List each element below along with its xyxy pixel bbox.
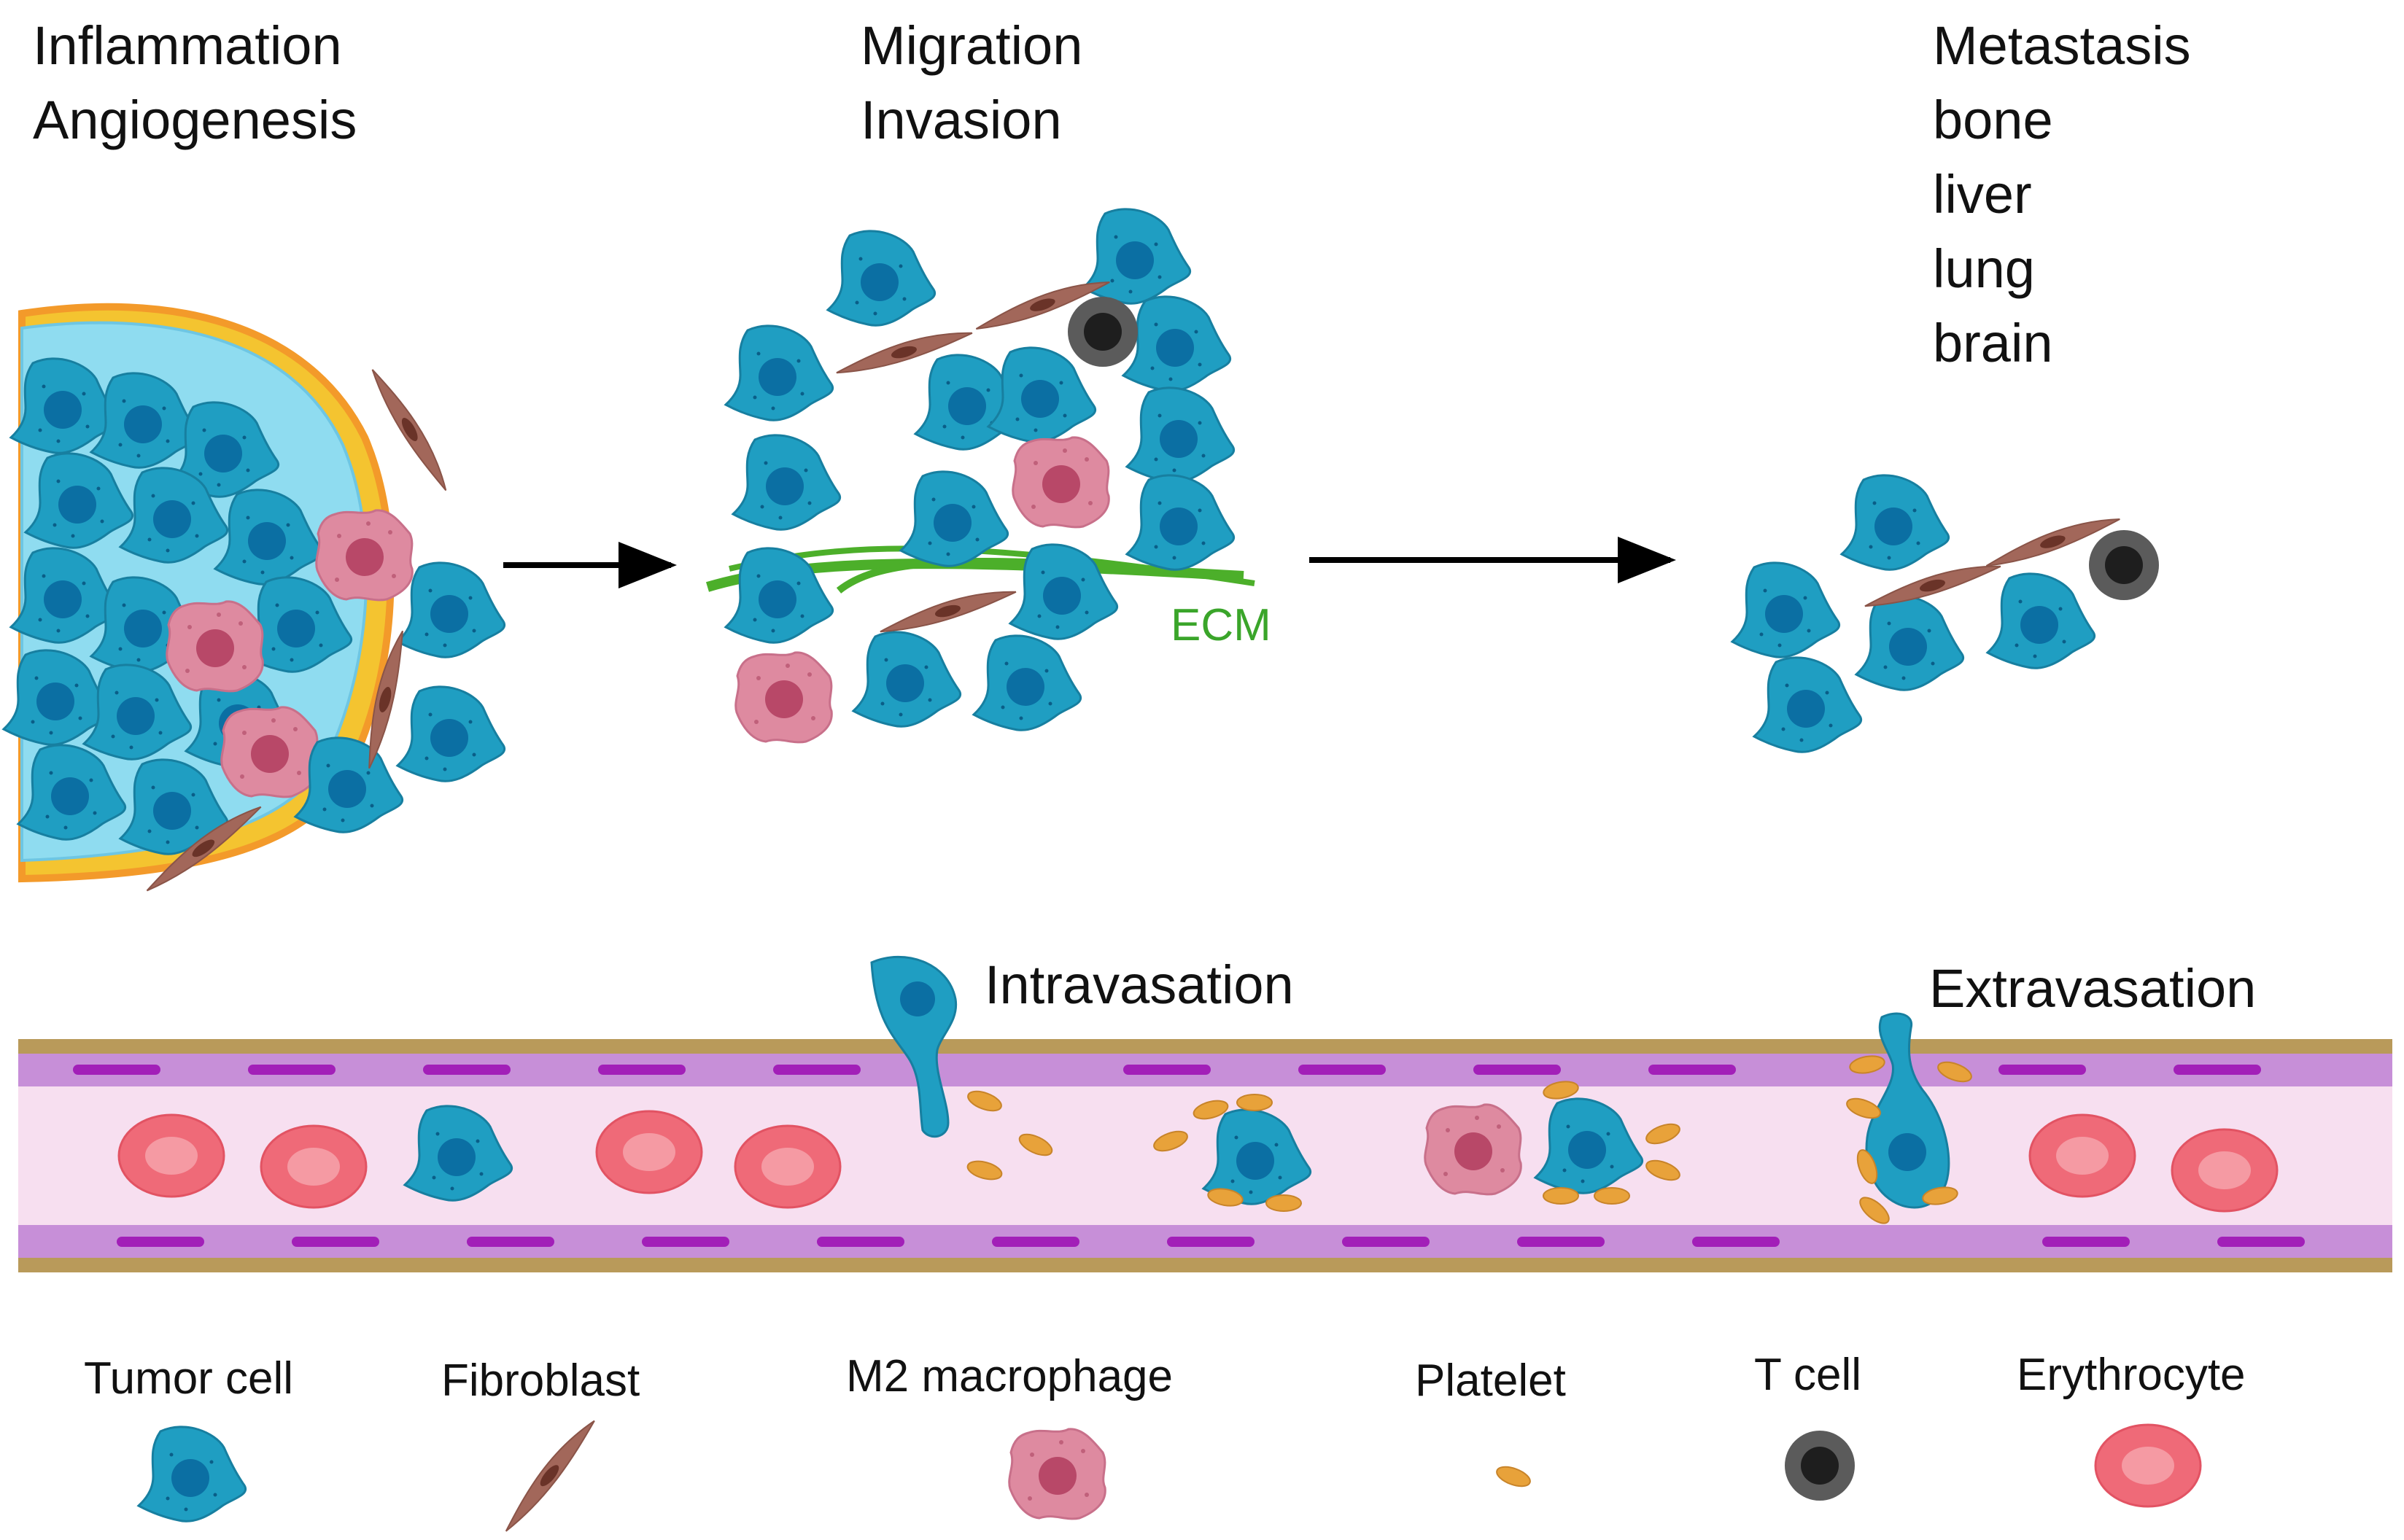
- stage1-line1: Inflammation: [33, 15, 342, 76]
- stage2-line2: Invasion: [861, 90, 1062, 150]
- intravasating-tumor-cell: [870, 955, 958, 1138]
- stage3-line3: liver: [1933, 164, 2032, 225]
- extravasating-tumor-cell: [1865, 1012, 1950, 1209]
- legend-tumor-label: Tumor cell: [84, 1353, 294, 1404]
- migrating-cluster: [705, 208, 1255, 744]
- stage3-line4: lung: [1933, 238, 2035, 299]
- legend-tcell-label: T cell: [1754, 1350, 1862, 1400]
- extravasation-label: Extravasation: [1929, 958, 2257, 1019]
- legend-erythrocyte-label: Erythrocyte: [2017, 1350, 2246, 1400]
- stage1-line2: Angiogenesis: [33, 90, 357, 150]
- stage3-line1: Metastasis: [1933, 15, 2191, 76]
- ecm-label: ECM: [1171, 600, 1271, 650]
- legend-tumor-icon: [137, 1426, 247, 1522]
- stage2-label: Migration Invasion: [861, 9, 1082, 158]
- legend-platelet-icon: [1493, 1462, 1534, 1491]
- legend-erythrocyte-icon: [2094, 1423, 2202, 1508]
- legend-icons: [137, 1419, 2202, 1532]
- stage3-line2: bone: [1933, 90, 2053, 150]
- stage1-label: Inflammation Angiogenesis: [33, 9, 357, 158]
- legend-macrophage-label: M2 macrophage: [846, 1351, 1174, 1401]
- blood-vessel: [18, 955, 2392, 1272]
- legend-macrophage-icon: [1008, 1428, 1106, 1520]
- legend-fibroblast-icon: [486, 1419, 613, 1532]
- legend-platelet-label: Platelet: [1415, 1356, 1566, 1406]
- legend-fibroblast-label: Fibroblast: [441, 1356, 640, 1406]
- metastatic-cluster: [1731, 474, 2159, 753]
- stage3-line5: brain: [1933, 313, 2053, 373]
- intravasation-label: Intravasation: [985, 954, 1294, 1015]
- stage3-label: Metastasis bone liver lung brain: [1933, 9, 2191, 381]
- primary-tumor: [2, 303, 506, 892]
- legend-tcell-icon: [1785, 1431, 1855, 1501]
- stage2-line1: Migration: [861, 15, 1083, 76]
